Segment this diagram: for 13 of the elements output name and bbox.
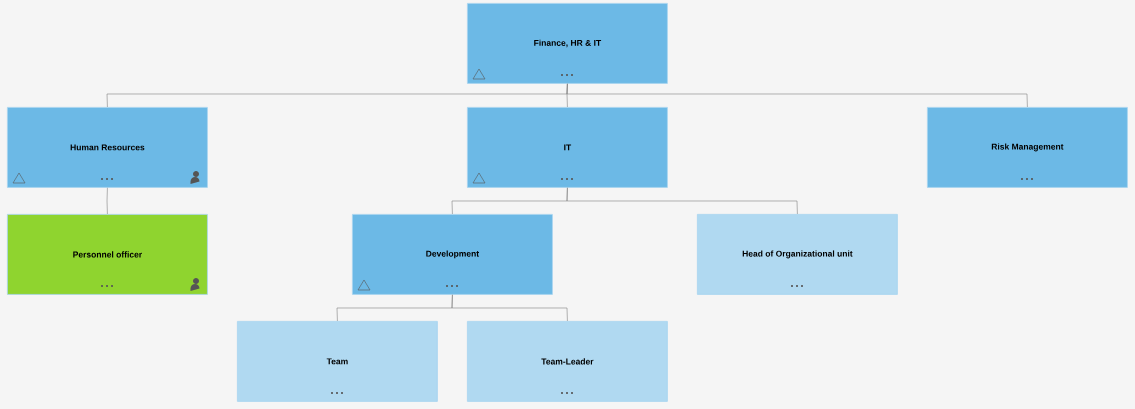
org-box: Human Resources xyxy=(7,107,208,188)
org-box: Team-Leader xyxy=(467,321,668,402)
connector-line xyxy=(106,187,108,215)
org-box: IT xyxy=(467,107,668,188)
org-box: Head of Organizational unit xyxy=(697,214,898,295)
connector-line xyxy=(451,294,568,322)
org-box: Development xyxy=(352,214,553,295)
org-box: Finance, HR & IT xyxy=(467,3,668,84)
org-box: Risk Management xyxy=(927,107,1128,188)
connector-line xyxy=(566,187,798,215)
connector-line xyxy=(566,83,1028,108)
org-box: Team xyxy=(237,321,438,402)
org-box: Personnel officer xyxy=(7,214,208,295)
